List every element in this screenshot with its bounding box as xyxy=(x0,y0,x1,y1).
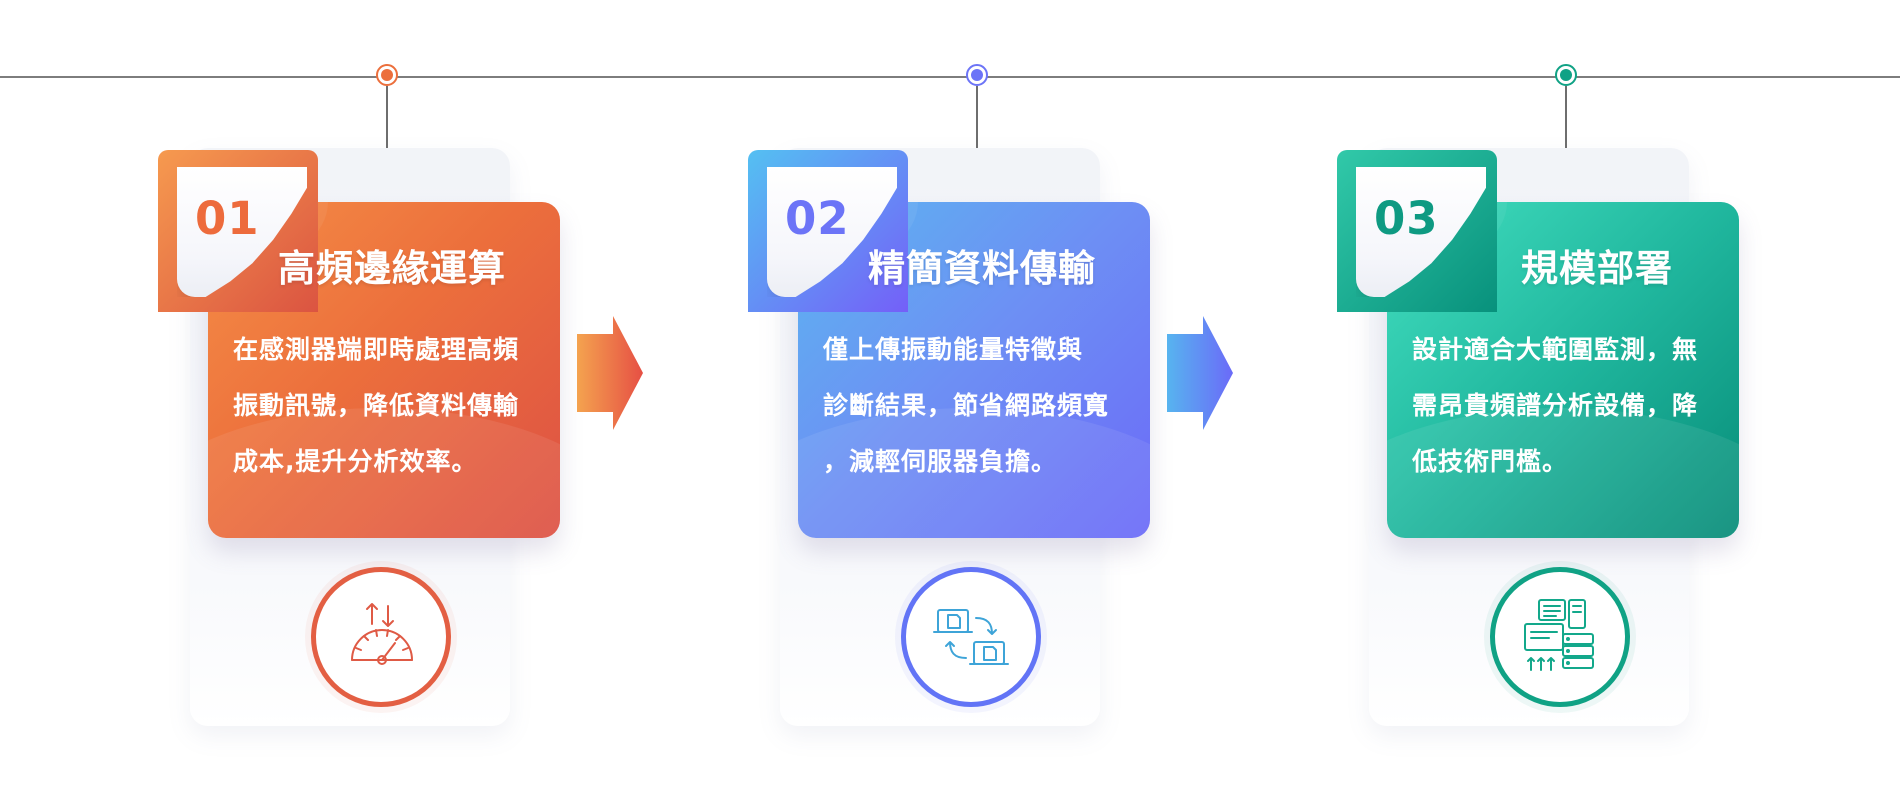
description-line: 振動訊號，降低資料傳輸 xyxy=(233,391,520,420)
server-deployment-icon xyxy=(1524,599,1594,671)
timeline-dot xyxy=(1555,64,1577,86)
step-number: 01 xyxy=(195,192,260,245)
step-card-2: 02 精簡資料傳輸 僅上傳振動能量特徵與 診斷結果，節省網路頻寬 ，減輕伺服器負… xyxy=(745,0,1165,793)
step-card-3: 03 規模部署 設計適合大範圍監測，無 需昂貴頻譜分析設備，降 低技術門檻。 xyxy=(1334,0,1754,793)
icon-ring xyxy=(901,567,1041,707)
description-line: 低技術門檻。 xyxy=(1412,447,1569,476)
timeline-connector xyxy=(386,86,388,180)
description-line: 設計適合大範圍監測，無 xyxy=(1412,335,1699,364)
speedometer-icon xyxy=(351,603,413,665)
timeline-dot xyxy=(966,64,988,86)
step-number: 02 xyxy=(785,192,850,245)
step-card-1: 01 高頻邊緣運算 在感測器端即時處理高頻 振動訊號，降低資料傳輸 成本,提升分… xyxy=(155,0,575,793)
step-description: 設計適合大範圍監測，無 需昂貴頻譜分析設備，降 低技術門檻。 xyxy=(1412,322,1722,490)
arrow-right-icon xyxy=(1167,316,1233,430)
description-line: 僅上傳振動能量特徵與 xyxy=(823,335,1084,364)
timeline-connector xyxy=(976,86,978,180)
description-line: 需昂貴頻譜分析設備，降 xyxy=(1412,391,1699,420)
description-line: ，減輕伺服器負擔。 xyxy=(823,447,1058,476)
timeline-dot xyxy=(376,64,398,86)
description-line: 在感測器端即時處理高頻 xyxy=(233,335,520,364)
step-title: 精簡資料傳輸 xyxy=(868,247,1096,290)
icon-ring xyxy=(311,567,451,707)
step-number: 03 xyxy=(1374,192,1439,245)
step-description: 在感測器端即時處理高頻 振動訊號，降低資料傳輸 成本,提升分析效率。 xyxy=(233,322,543,490)
timeline-line xyxy=(0,76,1900,78)
step-title: 高頻邊緣運算 xyxy=(278,247,506,290)
step-description: 僅上傳振動能量特徵與 診斷結果，節省網路頻寬 ，減輕伺服器負擔。 xyxy=(823,322,1133,490)
data-transfer-icon xyxy=(933,609,1009,665)
timeline-connector xyxy=(1565,86,1567,180)
arrow-right-icon xyxy=(577,316,643,430)
feature-panel xyxy=(1387,202,1739,538)
step-title: 規模部署 xyxy=(1521,247,1673,290)
description-line: 診斷結果，節省網路頻寬 xyxy=(823,391,1110,420)
icon-ring xyxy=(1490,567,1630,707)
description-line: 成本,提升分析效率。 xyxy=(233,447,478,476)
